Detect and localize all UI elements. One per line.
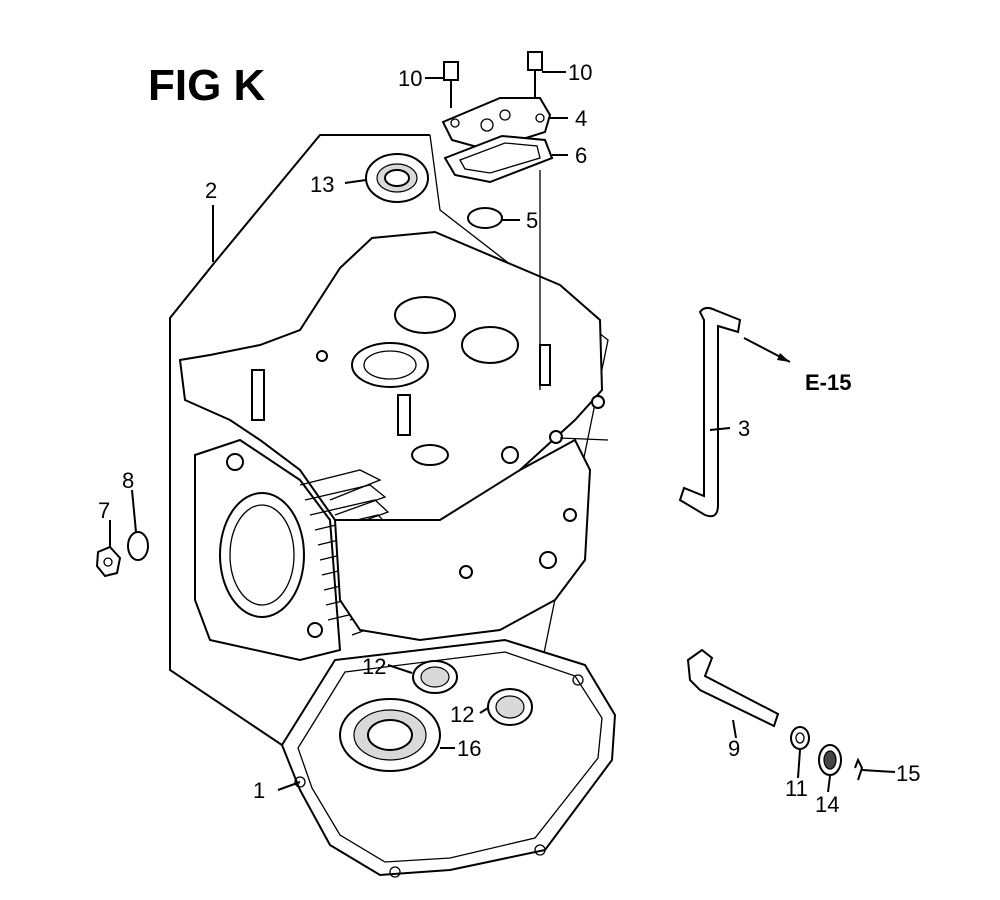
bolt-left (443, 61, 459, 108)
main-bearing (339, 698, 441, 772)
callout-3: 3 (738, 416, 750, 441)
callout-14: 14 (815, 792, 839, 817)
callout-8: 8 (122, 468, 134, 493)
callout-4: 4 (575, 106, 587, 131)
figure-title: FIG K (148, 61, 266, 110)
callout-12-upper: 12 (362, 654, 386, 679)
bearing-small-lower (487, 688, 533, 726)
callout-12-lower: 12 (450, 702, 474, 727)
callout-10-right: 10 (568, 60, 592, 85)
callout-1: 1 (253, 778, 265, 803)
callout-15: 15 (896, 761, 920, 786)
breather-gasket (443, 134, 554, 184)
callout-13: 13 (310, 172, 334, 197)
governor-shaft (686, 648, 780, 728)
cross-reference-e15: E-15 (805, 370, 851, 395)
leader-lines (109, 71, 896, 793)
bearing-small-upper (412, 660, 458, 694)
callout-11: 11 (785, 776, 808, 801)
callout-7: 7 (98, 498, 110, 523)
bolt-right (527, 51, 543, 98)
callout-5: 5 (526, 208, 538, 233)
breather-tube (678, 306, 742, 518)
callout-9: 9 (728, 736, 740, 761)
lock-pin (854, 757, 864, 781)
drain-plug (95, 545, 122, 578)
callout-10-left: 10 (398, 66, 422, 91)
shaft-seal (818, 744, 842, 776)
callout-6: 6 (575, 143, 587, 168)
cylinder-block (178, 230, 605, 662)
callout-2: 2 (205, 178, 217, 203)
oil-seal-top (365, 153, 429, 203)
washer (790, 726, 810, 750)
crankcase-gasket (280, 638, 617, 878)
o-ring (467, 207, 503, 229)
drain-o-ring (127, 531, 149, 561)
callout-16: 16 (457, 736, 481, 761)
